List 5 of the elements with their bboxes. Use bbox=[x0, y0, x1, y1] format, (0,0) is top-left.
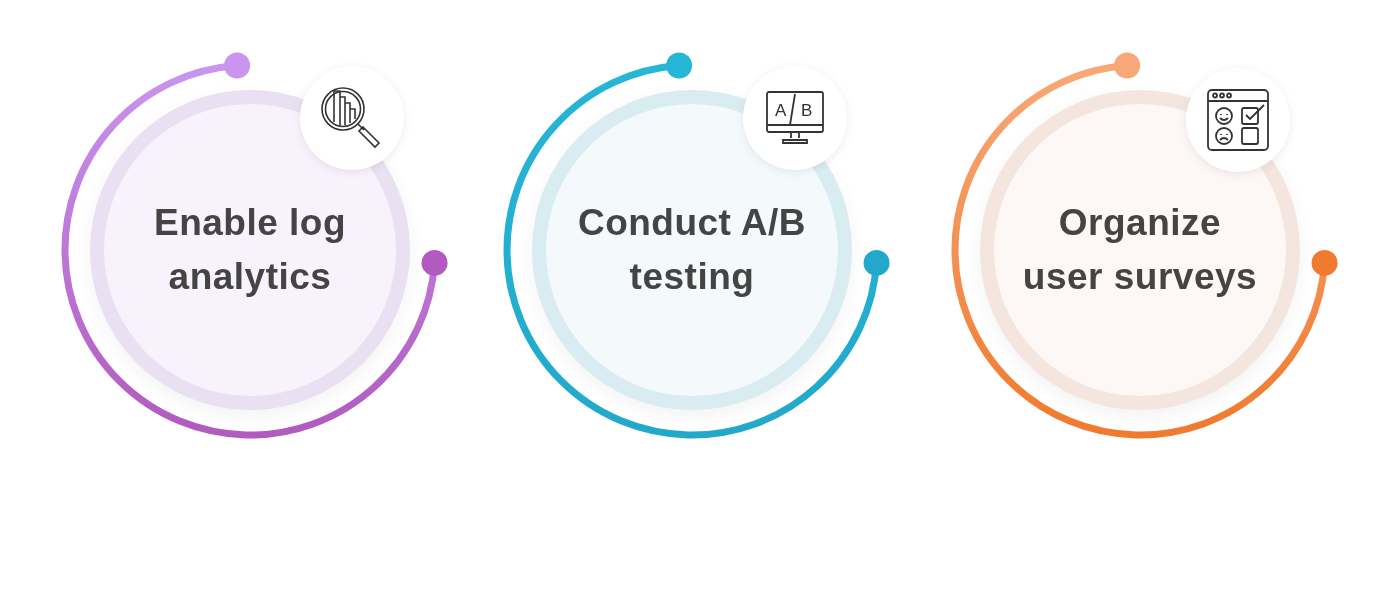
topic-title: Organize user surveys bbox=[1021, 201, 1259, 299]
split-letter: A bbox=[775, 101, 787, 121]
topic-title: Conduct A/B testing bbox=[576, 201, 808, 299]
topic-title: Enable log analytics bbox=[152, 201, 348, 299]
split-letter: B bbox=[801, 101, 813, 121]
